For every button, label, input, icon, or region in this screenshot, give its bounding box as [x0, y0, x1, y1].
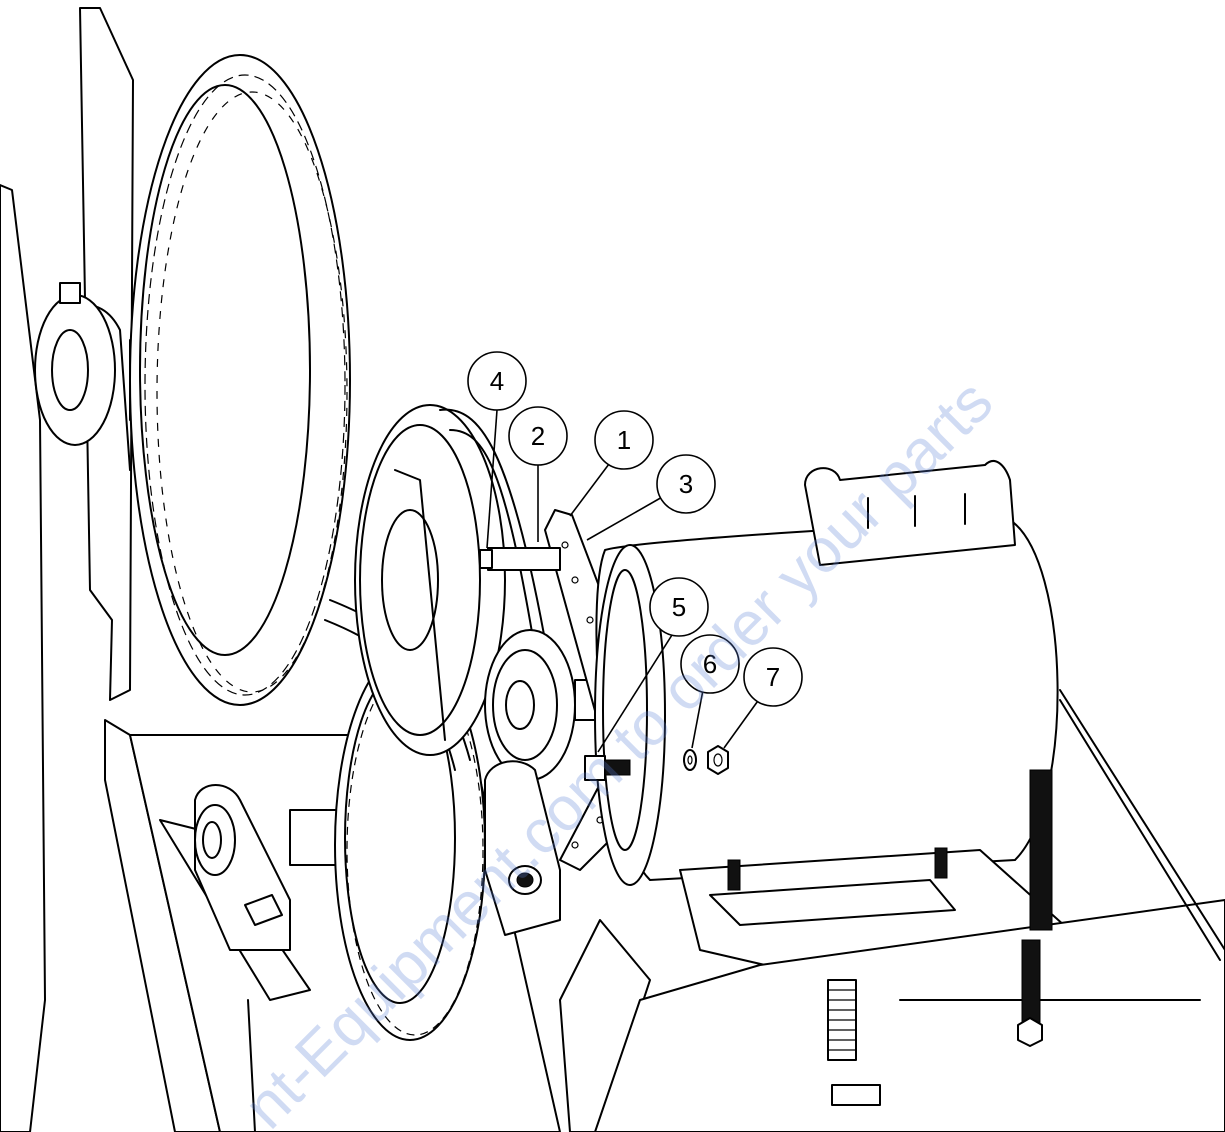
right-frame [559, 689, 1225, 1132]
leader-lines [486, 409, 761, 753]
left-pillow-block [194, 784, 291, 951]
left-frame-plate [0, 7, 134, 1132]
callout-1: 1 [594, 410, 654, 470]
adjustment-rod [1017, 769, 1053, 1047]
callout-6-label: 6 [703, 649, 717, 679]
callout-4-label: 4 [490, 366, 504, 396]
large-chain-sprocket [129, 54, 351, 706]
middle-pillow-block [484, 760, 561, 936]
hex-nut [707, 745, 729, 775]
callout-5: 5 [649, 577, 709, 637]
callout-7-label: 7 [766, 662, 780, 692]
callout-2: 2 [508, 406, 568, 466]
large-v-belt-pulley [354, 404, 506, 756]
callout-1-label: 1 [617, 425, 631, 455]
idler-shaft [479, 547, 561, 571]
mount-bolt [584, 755, 631, 781]
callout-2-label: 2 [531, 421, 545, 451]
tension-spring [827, 979, 881, 1106]
motor-pulley [484, 629, 606, 781]
callout-3-label: 3 [679, 469, 693, 499]
callout-5-label: 5 [672, 592, 686, 622]
callout-4: 4 [467, 351, 527, 411]
callout-7: 7 [743, 647, 803, 707]
washer [683, 749, 697, 771]
callout-3: 3 [656, 454, 716, 514]
callout-6: 6 [680, 634, 740, 694]
